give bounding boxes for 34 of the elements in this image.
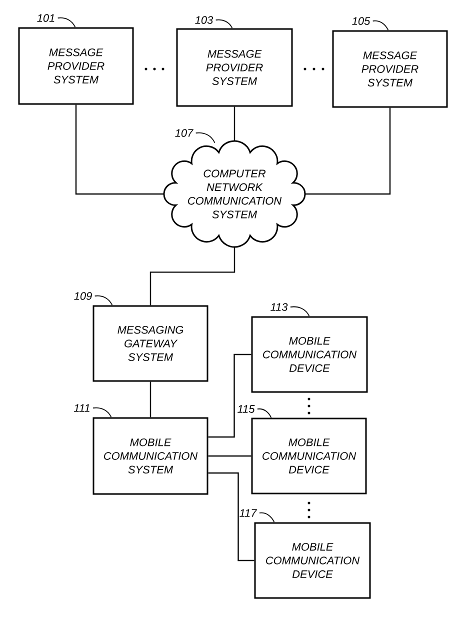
connector-line <box>208 455 252 457</box>
process-box: MOBILE COMMUNICATION SYSTEM <box>92 417 208 495</box>
connector-line <box>150 382 152 418</box>
reference-numeral: 109 <box>74 292 92 300</box>
process-box: MESSAGE PROVIDER SYSTEM <box>18 27 134 105</box>
connector-line <box>305 108 391 195</box>
connector-line <box>75 104 164 195</box>
connector-line <box>234 106 236 141</box>
leader-line <box>256 408 272 418</box>
process-box: MOBILE COMMUNICATION DEVICE <box>254 522 371 599</box>
leader-line <box>215 19 233 29</box>
process-box: MESSAGING GATEWAY SYSTEM <box>92 305 208 382</box>
reference-numeral: 107 <box>175 129 194 137</box>
reference-numeral: 111 <box>74 404 90 412</box>
connector-line <box>208 472 254 562</box>
leader-line <box>94 295 113 306</box>
reference-numeral: 117 <box>240 509 258 517</box>
reference-numeral: 113 <box>270 303 288 311</box>
process-box: MESSAGE PROVIDER SYSTEM <box>176 28 293 107</box>
leader-line <box>195 132 216 144</box>
leader-line <box>258 512 275 523</box>
leader-line <box>290 306 310 317</box>
reference-numeral: 101 <box>37 14 54 22</box>
process-box: MOBILE COMMUNICATION DEVICE <box>251 418 367 494</box>
leader-line <box>372 20 389 31</box>
process-box: MESSAGE PROVIDER SYSTEM <box>332 30 448 108</box>
leader-line <box>57 17 76 28</box>
reference-numeral: 105 <box>352 17 370 25</box>
connector-line <box>150 247 236 306</box>
process-box: MOBILE COMMUNICATION DEVICE <box>251 316 368 393</box>
connector-line <box>208 354 252 438</box>
reference-numeral: 103 <box>195 16 214 24</box>
reference-numeral: 115 <box>238 405 255 413</box>
leader-line <box>92 407 112 418</box>
